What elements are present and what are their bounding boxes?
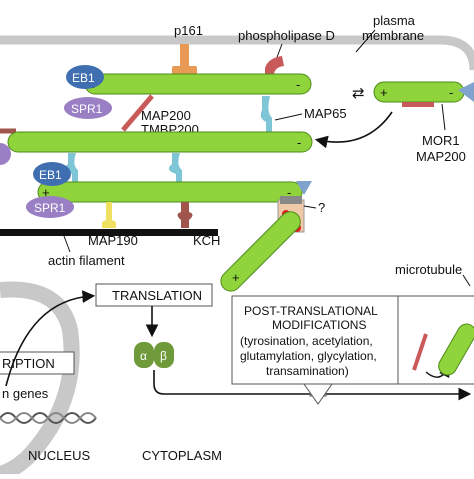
nucleus-label: NUCLEUS [28, 448, 90, 463]
minus-end-cap-right [458, 82, 474, 102]
exchange-arrows: ⇄ [352, 85, 365, 102]
map200-label: MAP200 [141, 108, 191, 123]
eb1-mid-label: EB1 [39, 168, 62, 182]
mt-diagonal-plus: + [232, 270, 240, 285]
spr1-top [64, 97, 112, 119]
spr1-mid [26, 196, 74, 218]
eb1-mid [33, 162, 71, 186]
curved-arrow-top [314, 111, 393, 149]
mt-middle-minus: - [297, 135, 301, 150]
minus-end-cap-mid [296, 181, 312, 195]
microtubule-ptm [438, 323, 474, 376]
map65-label: MAP65 [304, 106, 347, 121]
phospholipase-d-label: phospholipase D [238, 28, 335, 43]
mor1-pointer [441, 103, 446, 131]
transcription-box [0, 351, 75, 375]
kch-protein [177, 202, 193, 228]
tubulin-genes-label: n genes [2, 386, 49, 401]
ptm-line-1: (tyrosination, acetylation, [240, 334, 373, 348]
mt-right-minus: - [449, 85, 453, 100]
p161-protein [180, 44, 189, 68]
dna-helix-2 [0, 412, 97, 424]
spr1-mid-label: SPR1 [34, 201, 66, 215]
translation-label: TRANSLATION [112, 288, 202, 303]
map65-protein [260, 96, 272, 132]
alpha-label: α [140, 349, 147, 363]
question-mark: ? [318, 200, 325, 215]
ptm-line-2: glutamylation, glycylation, [240, 349, 377, 363]
plasma-membrane-label-2: membrane [362, 28, 424, 43]
actin-pointer [63, 235, 71, 253]
plasma-membrane [0, 35, 474, 71]
eb1-top [66, 65, 104, 89]
translation-box [95, 283, 213, 307]
map65-lower-2 [168, 153, 182, 184]
mt-lower-plus: + [42, 185, 50, 200]
map190-label: MAP190 [88, 233, 138, 248]
map200-right-label: MAP200 [416, 149, 466, 164]
map200-rod [121, 94, 154, 132]
nucleus-envelope [0, 281, 80, 479]
mt-top-minus: - [296, 77, 300, 92]
map65-lower-1 [64, 153, 78, 184]
question-pointer [303, 205, 317, 209]
spr1-left-partial [0, 143, 11, 165]
microtubule-top [84, 73, 312, 95]
spr1-top-label: SPR1 [71, 102, 103, 116]
plasma-membrane-label-1: plasma [373, 13, 416, 28]
microtubule-middle [7, 131, 313, 153]
kch-label: KCH [193, 233, 220, 248]
map190-protein [102, 202, 116, 228]
ptm-detail-rod [412, 333, 428, 371]
ptm-line-3: transamination) [266, 364, 349, 378]
alpha-tubulin [134, 342, 154, 368]
dimer-to-ptm-arrow [153, 370, 472, 401]
severing-complex-top [280, 196, 302, 204]
beta-label: β [160, 349, 167, 363]
microtubule-lower [37, 181, 303, 203]
eb1-top-label: EB1 [72, 71, 95, 85]
ptm-title-2: MODIFICATIONS [272, 318, 366, 332]
transcription-to-translation-arrow [5, 290, 96, 387]
microtubule-pointer [462, 274, 471, 287]
p161-base [172, 66, 197, 75]
actin-filament-label: actin filament [48, 253, 125, 268]
map65-pointer [274, 113, 303, 121]
microtubule-label: microtubule [395, 262, 462, 277]
mt-lower-minus: - [287, 185, 291, 200]
beta-tubulin [154, 342, 174, 368]
microtubule-diagonal [220, 211, 301, 292]
transcription-label: RIPTION [2, 356, 55, 371]
mt-right-plus: + [380, 85, 388, 100]
mor1-label: MOR1 [422, 133, 460, 148]
membrane-pointer [355, 29, 376, 53]
ptm-title-1: POST-TRANSLATIONAL [244, 304, 378, 318]
mor1-protein [402, 102, 434, 107]
actin-filament [0, 229, 218, 236]
ptm-down-arrow [303, 383, 333, 405]
p161-label: p161 [174, 23, 203, 38]
cytoplasm-label: CYTOPLASM [142, 448, 222, 463]
